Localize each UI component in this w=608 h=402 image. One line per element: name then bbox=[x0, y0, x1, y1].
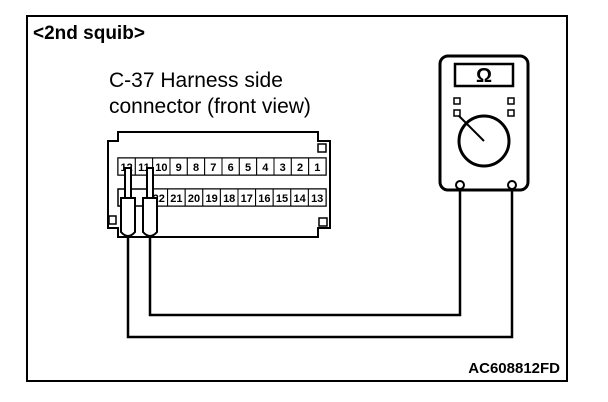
terminal-label-1: 1 bbox=[314, 162, 320, 174]
terminal-label-18: 18 bbox=[223, 193, 235, 205]
terminal-label-8: 8 bbox=[193, 162, 199, 174]
terminal-label-19: 19 bbox=[205, 193, 217, 205]
connector-caption-line2: connector (front view) bbox=[109, 95, 311, 118]
meter-button-4 bbox=[507, 109, 515, 117]
diagram-title: <2nd squib> bbox=[33, 23, 145, 44]
terminal-label-16: 16 bbox=[258, 193, 270, 205]
terminal-label-13: 13 bbox=[311, 193, 323, 205]
terminal-label-20: 20 bbox=[188, 193, 200, 205]
connector-caption-line1: C-37 Harness side bbox=[109, 69, 283, 92]
probe-terminal-12 bbox=[120, 167, 136, 237]
ohmmeter-icon: Ω bbox=[438, 54, 530, 192]
diagram-frame: <2nd squib> C-37 Harness side connector … bbox=[26, 15, 568, 382]
meter-jack-com bbox=[455, 180, 465, 190]
connector-latch-right bbox=[317, 143, 327, 153]
terminal-label-2: 2 bbox=[297, 162, 303, 174]
meter-button-2 bbox=[453, 109, 461, 117]
lead-wire-outer bbox=[126, 190, 514, 339]
terminal-label-17: 17 bbox=[241, 193, 253, 205]
test-leads bbox=[126, 190, 514, 339]
connector-key bbox=[318, 217, 328, 227]
terminal-cell-1 bbox=[308, 157, 327, 176]
connector-latch-left bbox=[108, 215, 117, 225]
connector-housing bbox=[107, 131, 331, 238]
terminal-label-6: 6 bbox=[228, 162, 234, 174]
terminal-label-5: 5 bbox=[245, 162, 251, 174]
terminal-label-7: 7 bbox=[210, 162, 216, 174]
terminal-label-15: 15 bbox=[276, 193, 288, 205]
probe-terminal-11 bbox=[142, 167, 158, 237]
test-probes bbox=[120, 167, 158, 237]
ohm-symbol: Ω bbox=[476, 65, 492, 87]
terminal-label-14: 14 bbox=[293, 193, 306, 205]
terminal-label-21: 21 bbox=[170, 193, 182, 205]
terminal-label-9: 9 bbox=[176, 162, 182, 174]
terminal-label-3: 3 bbox=[280, 162, 286, 174]
terminal-label-4: 4 bbox=[262, 162, 269, 174]
figure-code: AC608812FD bbox=[468, 360, 560, 377]
meter-display bbox=[453, 62, 515, 88]
meter-dial-pointer bbox=[458, 115, 485, 142]
meter-jack-ohm bbox=[507, 180, 517, 190]
terminal-cell-13 bbox=[307, 188, 327, 207]
meter-button-1 bbox=[453, 97, 461, 105]
meter-button-3 bbox=[507, 97, 515, 105]
lead-wire-inner bbox=[148, 190, 462, 317]
terminal-label-11: 11 bbox=[138, 162, 150, 174]
terminal-label-10: 10 bbox=[155, 162, 167, 174]
